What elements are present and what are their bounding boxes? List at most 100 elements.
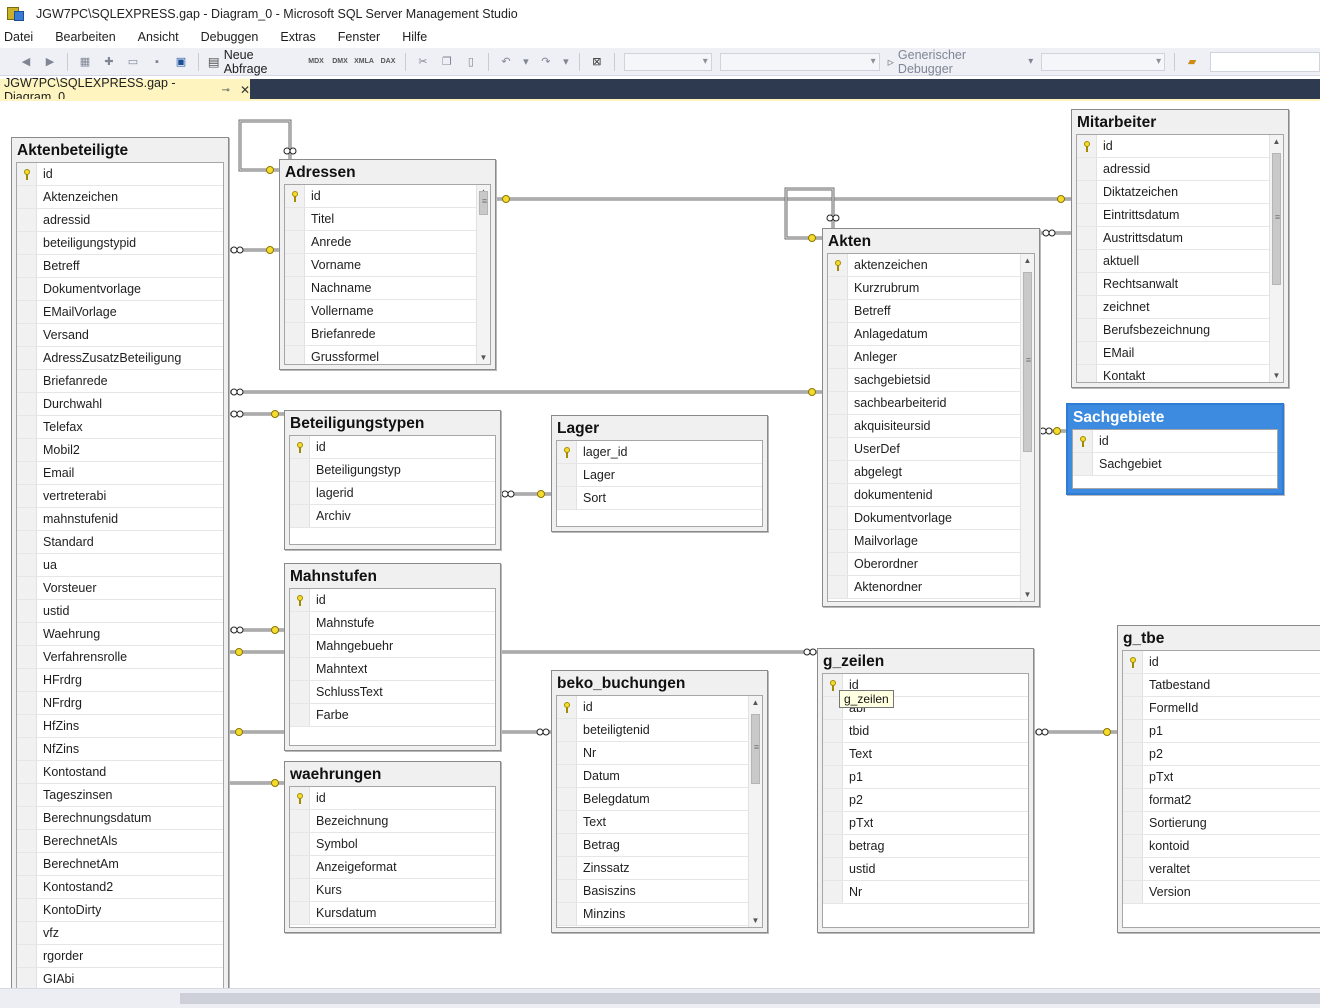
row-selector[interactable] [1123,835,1143,857]
column-row[interactable]: Rechtsanwalt [1077,273,1269,296]
column-row[interactable]: Durchwahl [17,393,223,416]
row-selector[interactable] [1077,296,1097,318]
column-row[interactable]: Betreff [17,255,223,278]
menu-debuggen[interactable]: Debuggen [200,30,259,44]
row-selector[interactable] [1077,227,1097,249]
column-row[interactable]: Aktenzeichen [17,186,223,209]
row-selector[interactable] [17,232,37,254]
column-row[interactable]: Archiv [290,505,495,528]
row-selector[interactable] [557,441,577,463]
row-selector[interactable] [828,277,848,299]
column-row[interactable]: Vorsteuer [17,577,223,600]
row-selector[interactable] [17,738,37,760]
column-row[interactable]: Vorname [285,254,476,277]
column-row[interactable]: beteiligtenid [557,719,748,742]
menu-fenster[interactable]: Fenster [337,30,381,44]
column-row[interactable]: id [1077,135,1269,158]
row-selector[interactable] [17,807,37,829]
column-row[interactable]: Betrag [557,834,748,857]
column-row[interactable]: aktenzeichen [828,254,1020,277]
column-row[interactable]: FormelId [1123,697,1320,720]
row-selector[interactable] [828,369,848,391]
column-row[interactable]: Kontostand2 [17,876,223,899]
row-selector[interactable] [557,719,577,741]
row-selector[interactable] [17,853,37,875]
dmx-query-button[interactable]: DMX [332,57,348,65]
debugger-button[interactable]: ▹ Generischer Debugger ▾ [887,47,1034,76]
row-selector[interactable] [1077,319,1097,341]
scroll-down-icon[interactable]: ▼ [1023,590,1032,599]
row-selector[interactable] [17,899,37,921]
column-row[interactable]: Nr [823,881,1028,904]
column-row[interactable]: Basiszins [557,880,748,903]
row-selector[interactable] [828,392,848,414]
row-selector[interactable] [1073,430,1093,452]
row-selector[interactable] [1077,365,1097,382]
column-row[interactable]: ustid [823,858,1028,881]
row-selector[interactable] [290,833,310,855]
dax-query-button[interactable]: DAX [380,57,396,65]
column-row[interactable]: aktuell [1077,250,1269,273]
row-selector[interactable] [823,789,843,811]
column-row[interactable]: Versand [17,324,223,347]
row-selector[interactable] [285,277,305,299]
column-row[interactable]: Mobil2 [17,439,223,462]
column-row[interactable]: p1 [1123,720,1320,743]
column-row[interactable]: BerechnetAm [17,853,223,876]
scroll-up-icon[interactable]: ▲ [751,698,760,707]
row-selector[interactable] [285,185,305,207]
row-selector[interactable] [17,370,37,392]
row-selector[interactable] [290,658,310,680]
column-row[interactable]: dokumentenid [828,484,1020,507]
column-row[interactable]: id [823,674,1028,697]
row-selector[interactable] [17,554,37,576]
column-row[interactable]: NfZins [17,738,223,761]
row-selector[interactable] [557,765,577,787]
column-row[interactable]: vfz [17,922,223,945]
row-selector[interactable] [828,438,848,460]
open-file-icon[interactable]: ▭ [127,56,139,68]
undo-dropdown-icon[interactable]: ▾ [523,56,529,68]
row-selector[interactable] [290,681,310,703]
column-row[interactable]: Aktenordner [828,576,1020,599]
row-selector[interactable] [17,163,37,185]
row-selector[interactable] [828,507,848,529]
scroll-down-icon[interactable]: ▼ [1272,371,1281,380]
column-row[interactable]: Waehrung [17,623,223,646]
row-selector[interactable] [290,436,310,458]
row-selector[interactable] [823,697,843,719]
row-selector[interactable] [290,787,310,809]
row-selector[interactable] [17,577,37,599]
row-selector[interactable] [823,881,843,903]
column-row[interactable]: Titel [285,208,476,231]
row-selector[interactable] [1077,135,1097,157]
column-row[interactable]: Verfahrensrolle [17,646,223,669]
column-row[interactable]: Kontostand [17,761,223,784]
column-row[interactable]: Sort [557,487,762,510]
column-row[interactable]: zeichnet [1077,296,1269,319]
column-row[interactable]: Datum [557,765,748,788]
row-selector[interactable] [285,208,305,230]
menu-bearbeiten[interactable]: Bearbeiten [55,30,116,44]
row-selector[interactable] [17,186,37,208]
column-row[interactable]: Mahntext [290,658,495,681]
scrollbar-thumb[interactable] [479,191,489,215]
column-row[interactable]: Tageszinsen [17,784,223,807]
column-row[interactable]: p1 [823,766,1028,789]
column-row[interactable]: Text [557,811,748,834]
column-row[interactable]: Anlagedatum [828,323,1020,346]
row-selector[interactable] [17,945,37,967]
column-row[interactable]: Dokumentvorlage [828,507,1020,530]
row-selector[interactable] [557,834,577,856]
row-selector[interactable] [1123,812,1143,834]
diagram-icon[interactable]: ⊠ [592,56,602,68]
row-selector[interactable] [17,876,37,898]
column-row[interactable]: Eintrittsdatum [1077,204,1269,227]
column-row[interactable]: Anzeigeformat [290,856,495,879]
column-row[interactable]: Nachname [285,277,476,300]
add-item-icon[interactable]: ✚ [104,56,114,68]
scrollbar-thumb[interactable] [751,714,761,784]
